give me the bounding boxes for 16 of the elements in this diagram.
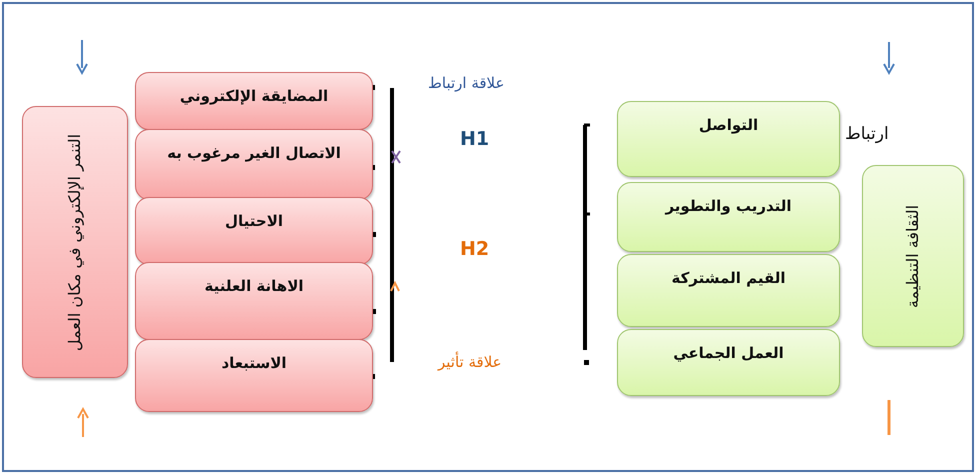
hypothesis-label: H1 (460, 128, 490, 150)
item-box: الاهانة العلنية (135, 262, 373, 340)
relation-label: ارتباط (845, 124, 889, 144)
item-box: التدريب والتطوير (617, 182, 840, 252)
hypothesis-label: H2 (460, 238, 490, 260)
item-box: العمل الجماعي (617, 329, 840, 396)
item-box: الاحتيال (135, 197, 373, 265)
relation-label: علاقة ارتباط (428, 74, 504, 92)
item-box: القيم المشتركة (617, 254, 840, 327)
relation-label: علاقة تأثير (438, 353, 502, 371)
item-box: المضايقة الإلكتروني (135, 72, 373, 130)
item-box: التواصل (617, 101, 840, 177)
item-box: الاتصال الغير مرغوب به (135, 129, 373, 200)
variable-box: الثقافة التنظيمة (862, 165, 964, 347)
variable-box: التنمر الإلكتروني في مكان العمل (22, 106, 128, 378)
item-box: الاستبعاد (135, 339, 373, 412)
